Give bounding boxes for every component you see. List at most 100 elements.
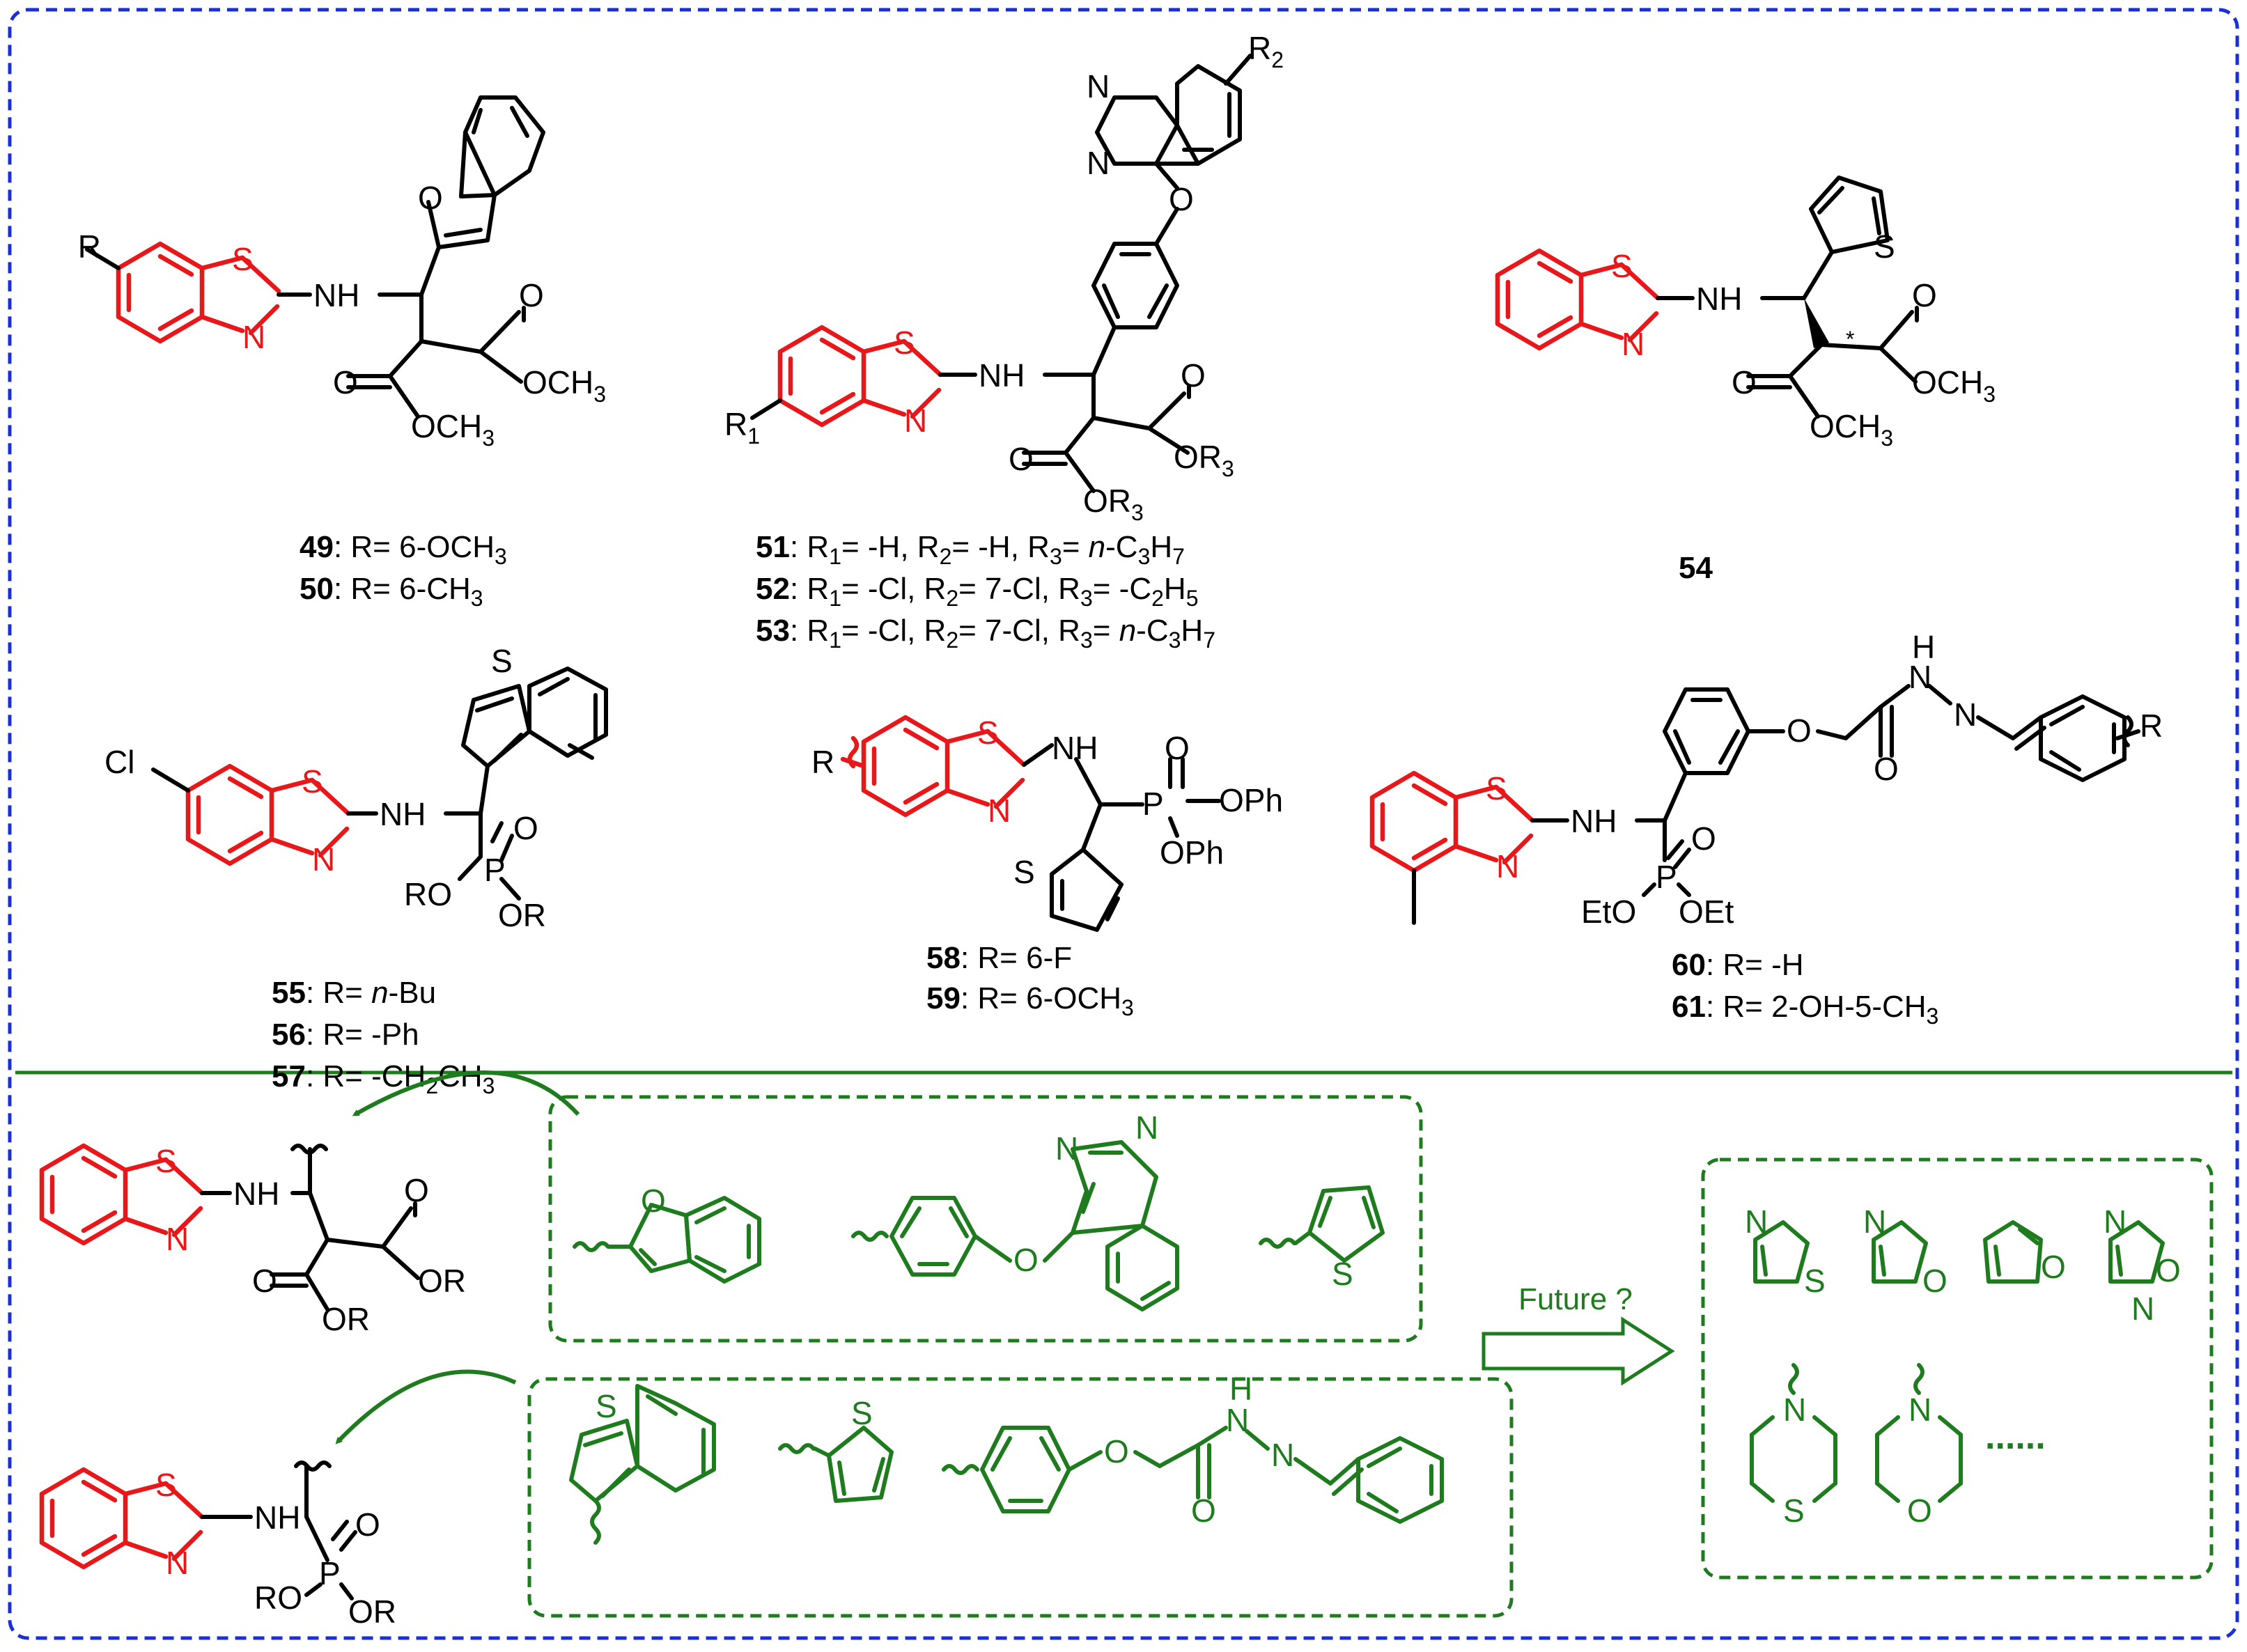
carbonyl-o: O [1874,751,1899,787]
fragment-o: O [641,1183,666,1219]
future-heterocycle-box [1701,1158,2214,1580]
caption-60: 60: R= -H [1672,948,1804,982]
fragment-n3: N [1055,1130,1078,1167]
ring-n: N [1908,1392,1931,1428]
atom-s: S [977,715,999,751]
r1-substituent: R1 [724,406,760,449]
phosphoryl-o: O [513,810,538,846]
atom-n: N [904,403,927,439]
phosphorus: P [484,852,506,888]
compound-49-50-structure: S N O R NH O [78,95,606,451]
r-substituent: R [78,228,101,265]
caption-50: 50: R= 6-CH3 [300,572,483,611]
or-label: OR [348,1593,396,1630]
atom-n: N [166,1545,189,1581]
cl-substituent: Cl [104,744,134,780]
fragment-n1: N [1135,1109,1158,1146]
heterocycle-furan: O [1983,1220,2066,1285]
nh-label: NH [1696,281,1742,317]
malonate-scaffold: S N NH O OR O OR [39,1143,466,1337]
ester-och3-right: OCH3 [522,364,606,407]
heterocycle-thiomorpholine: N S [1750,1363,1837,1529]
fragment-benzofuran: O [573,1183,761,1284]
compound-54-structure: S N S * NH O OCH3 O OCH3 [1495,176,1996,451]
or-left: OR [322,1301,370,1337]
ro-label: RO [404,876,452,912]
atom-n: N [1496,848,1519,885]
nh-label: NH [313,277,359,313]
ring-o: O [1922,1263,1947,1299]
carbonyl-o-left: O [1732,364,1757,400]
atom-s: S [155,1143,177,1179]
ether-o: O [1169,181,1194,217]
quinazoline-n1: N [1087,68,1110,104]
atom-s: S [232,241,254,277]
arrow-to-phosphonate [335,1369,517,1444]
caption-54: 54 [1679,551,1713,585]
atom-n: N [312,841,335,878]
or-right: OR [418,1263,466,1299]
carbonyl-o-left: O [252,1263,277,1299]
oph-label-2: OPh [1160,834,1224,871]
atom-n: N [166,1221,189,1257]
outer-frame [8,8,2239,1640]
heterocycle-oxadiazole: N O N [2104,1203,2181,1327]
r-substituent: R [811,744,834,780]
phosphorus: P [1656,859,1677,895]
caption-57: 57: R= -CH2CH3 [272,1059,495,1098]
ester-or3-left: OR3 [1083,483,1144,525]
stereo-star: * [1846,327,1854,352]
ring-s: S [1783,1493,1805,1529]
caption-51: 51: R1= -H, R2= -H, R3= n-C3H7 [756,530,1185,569]
atom-s: S [1486,770,1507,806]
future-label: Future ? [1518,1282,1633,1316]
fragment-imine-n: N [1271,1437,1294,1473]
fragment-carbonyl-o: O [1191,1493,1216,1529]
arrow-to-malonate [352,1070,580,1116]
nh-label: NH [380,796,426,832]
fragment-o: O [1104,1433,1129,1470]
compound-51-53-structure: S N O [724,30,1284,525]
ring-s: S [1804,1263,1826,1299]
heterocycle-thiazole: N S [1745,1203,1826,1299]
atom-n: N [1622,326,1645,362]
caption-56: 56: R= -Ph [272,1018,419,1052]
fragment-phenoxy-quinazoline: O N N [851,1109,1179,1311]
aryl-fragment-box-1 [548,1095,1423,1343]
aryl-fragment-box-2 [527,1377,1514,1618]
compound-58-59-structure: S N R NH P O OPh OPh S [811,715,1283,932]
caption-49: 49: R= 6-OCH3 [300,530,507,569]
fragment-thiophene-2: S [778,1395,894,1503]
carbonyl-o-left: O [333,364,358,400]
atom-s: S [302,763,323,800]
benzothiophene-s: S [491,643,513,679]
fragment-s: S [851,1395,873,1431]
fragment-thiophene-1: S [1259,1185,1385,1292]
quinazoline-n3: N [1087,145,1110,181]
phosphorus: P [319,1555,341,1591]
ester-or3-right: OR3 [1174,439,1234,481]
hydrazide-nh: N [1908,659,1931,695]
atom-s: S [155,1467,177,1503]
caption-53: 53: R1= -Cl, R2= 7-Cl, R3= n-C3H7 [756,614,1215,653]
thiophene-s: S [1874,228,1895,265]
thiophene-s: S [1013,854,1035,890]
fragment-s: S [1332,1256,1353,1292]
atom-n: N [988,793,1011,829]
oet-label: OEt [1679,894,1734,930]
ring-n-1: N [2104,1203,2127,1240]
fragment-s: S [596,1388,617,1424]
carbonyl-o: O [404,1172,429,1208]
atom-o-furan: O [418,180,443,216]
ester-och3-left: OCH3 [1810,408,1893,451]
eto-label: EtO [1581,894,1636,930]
phosphoryl-o: O [1165,730,1190,766]
atom-s: S [1611,248,1633,284]
future-arrow [1482,1316,1675,1386]
more-ellipsis: ...... [1985,1417,2046,1457]
ro-label: RO [254,1580,302,1616]
hydrazide-h: H [1912,629,1935,665]
phosphorus: P [1142,786,1164,822]
nh-label: NH [979,357,1025,393]
